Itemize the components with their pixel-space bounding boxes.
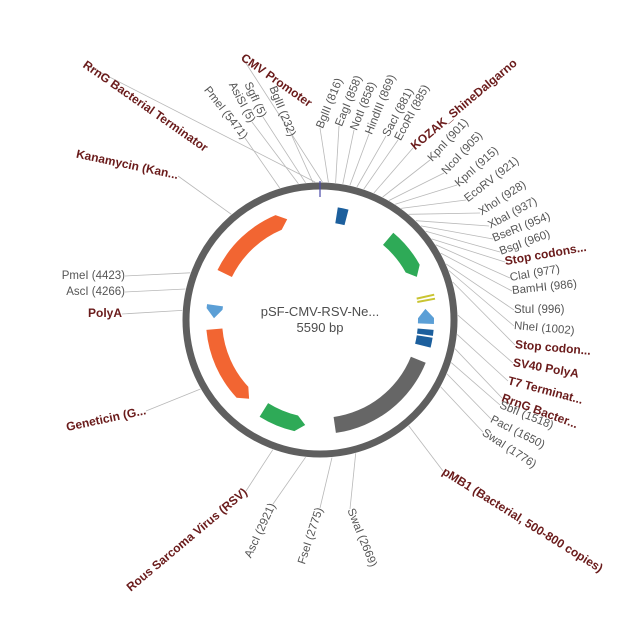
site-leader-line [420, 225, 494, 240]
feature-label-rrng-bacterial-terminator: RrnG Bacterial Terminator [80, 58, 210, 155]
site-label-nhei-1002: NheI (1002) [513, 320, 575, 337]
feature-layer [206, 207, 436, 433]
t7-terminator-block [417, 328, 434, 336]
leader-lines [83, 56, 516, 510]
feature-label-pmb1-bacterial-500-800-copies: pMB1 (Bacterial, 500-800 copies) [440, 464, 606, 575]
feature-leader-line [121, 310, 183, 315]
site-label-pmei-4423: PmeI (4423) [62, 270, 125, 282]
site-leader-line [446, 373, 492, 420]
site-leader-line [388, 172, 445, 201]
site-leader-line [435, 244, 511, 279]
feature-label-geneticin-g: Geneticin (G... [65, 403, 147, 434]
site-leader-line [382, 159, 431, 198]
site-leader-line [124, 272, 191, 277]
feature-label-polya: PolyA [88, 306, 122, 320]
feature-leader-line [373, 147, 414, 194]
site-leader-line [342, 129, 355, 184]
pmb1-ori-arc [333, 356, 426, 433]
site-leader-line [440, 386, 484, 433]
rrng-terminator-block [335, 207, 349, 226]
feature-label-stop-codon: Stop codon... [514, 337, 591, 358]
site-label-asci-2921: AscI (2921) [243, 501, 279, 560]
cmv-promoter-arrow [383, 232, 420, 277]
site-leader-line [440, 252, 513, 292]
site-leader-line [349, 453, 357, 510]
site-leader-line [124, 288, 186, 293]
polya-arrow [206, 304, 223, 319]
site-leader-line [415, 220, 490, 227]
feature-label-rous-sarcoma-virus-rsv: Rous Sarcoma Virus (RSV) [124, 485, 250, 594]
site-label-asci-4266: AscI (4266) [66, 286, 125, 298]
site-leader-line [445, 263, 515, 311]
feature-leader-line [408, 425, 444, 472]
stop-codon-tick-2 [417, 297, 436, 303]
kanamycin-arrow [217, 215, 288, 277]
feature-leader-line [145, 388, 201, 412]
site-leader-line [272, 456, 306, 505]
site-leader-line [291, 135, 314, 183]
feature-leader-line [452, 281, 516, 346]
feature-leader-line [177, 175, 232, 215]
site-leader-line [319, 457, 333, 509]
plasmid-size: 5590 bp [297, 320, 344, 335]
site-leader-line [319, 127, 329, 183]
rsv-promoter-arrow [259, 403, 306, 432]
site-label-swai-2669: SwaI (2669) [344, 507, 378, 569]
site-leader-line [408, 212, 481, 215]
feature-label-kanamycin-kan: Kanamycin (Kan... [75, 147, 180, 182]
site-leader-line [356, 135, 387, 188]
feature-leader-line [454, 348, 503, 399]
site-leader-line [335, 125, 340, 183]
site-leader-line [349, 133, 370, 186]
feature-leader-line [457, 314, 514, 364]
site-label-stui-996: StuI (996) [514, 304, 565, 316]
site-leader-line [251, 121, 299, 184]
site-leader-line [401, 199, 467, 209]
stop-codon-tick-1 [416, 293, 435, 300]
site-label-fsei-2775: FseI (2775) [296, 506, 326, 566]
rrng-bacterial-block [415, 335, 433, 348]
site-leader-line [395, 184, 458, 205]
geneticin-arrow [206, 328, 250, 399]
sv40-polya-arrow [417, 308, 435, 324]
site-leader-line [363, 139, 399, 190]
feature-leader-line [456, 334, 509, 382]
feature-leader-line [241, 56, 323, 183]
site-leader-line [425, 230, 501, 253]
site-leader-line [448, 270, 515, 327]
feature-leader-line [431, 238, 506, 263]
site-leader-line [450, 362, 501, 406]
plasmid-name: pSF-CMV-RSV-Ne... [261, 304, 379, 319]
site-leader-line [262, 116, 306, 184]
feature-leader-line [245, 449, 274, 492]
feature-leader-line [83, 63, 316, 183]
site-leader-line [244, 137, 281, 189]
feature-label-kozak-shinedalgarno: KOZAK_ShineDalgarno [408, 56, 520, 153]
